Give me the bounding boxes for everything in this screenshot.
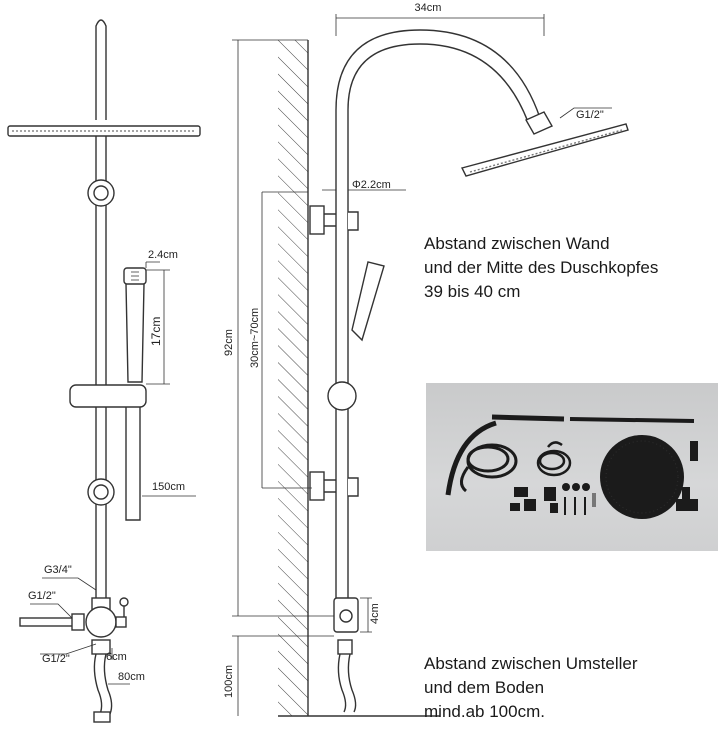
dim-line-diverter	[360, 597, 372, 633]
note-line: Abstand zwischen Wand	[424, 234, 610, 253]
wall-bracket-icon	[524, 499, 536, 511]
screw-icon	[562, 483, 596, 515]
leader-g12-inlet	[30, 603, 73, 619]
diverter-side	[333, 597, 359, 713]
side-dimension-lines	[232, 14, 612, 716]
slide-holder-icon	[544, 487, 556, 501]
rain-head-side	[460, 123, 629, 177]
note-line: Abstand zwischen Umsteller	[424, 654, 638, 673]
gooseneck-outer	[335, 29, 541, 600]
leader-g34	[42, 577, 97, 591]
swivel-joint	[525, 111, 553, 135]
note-diverter-floor-distance: Abstand zwischen Umsteller und dem Boden…	[424, 652, 638, 724]
main-pipe	[95, 136, 107, 600]
hand-shower-icon	[690, 441, 698, 461]
label-diverter-thread: G3/4"	[44, 564, 72, 576]
parts-illustration	[445, 414, 698, 519]
note-line: und der Mitte des Duschkopfes	[424, 258, 659, 277]
note-wall-head-distance: Abstand zwischen Wand und der Mitte des …	[424, 232, 658, 304]
leader-g12-outlet	[40, 643, 97, 655]
dim-line-handheld-width	[145, 261, 160, 268]
rod-icon	[491, 414, 565, 422]
label-spout-length: 80cm	[118, 671, 145, 683]
rod-icon	[569, 417, 695, 423]
dim-line-holder-range	[261, 191, 312, 489]
label-arm-reach: 34cm	[415, 2, 442, 14]
front-dimension-lines	[30, 261, 196, 685]
hose-icon	[536, 441, 572, 477]
note-line: mind.ab 100cm.	[424, 702, 545, 721]
slide-holder-side	[327, 381, 357, 411]
diverter-front	[19, 597, 129, 723]
shower-head-icon	[600, 435, 684, 519]
front-view	[7, 19, 201, 723]
dim-line-handheld-length	[146, 269, 170, 385]
leader-head-thread	[559, 107, 612, 119]
diverter-part-icon	[676, 487, 698, 511]
hand-shower-front	[123, 267, 147, 383]
label-handheld-length: 17cm	[149, 317, 163, 346]
label-spout-height: 6cm	[106, 651, 127, 663]
wall-hatching	[278, 40, 308, 716]
top-riser	[95, 19, 107, 120]
side-view	[309, 29, 629, 713]
side-bracket-upper	[309, 205, 359, 235]
dim-line-total-height	[232, 39, 334, 617]
wall-bracket-icon	[514, 487, 528, 497]
side-bracket-lower	[309, 471, 359, 501]
wall-bracket-upper	[87, 179, 115, 207]
label-holder-range: 30cm~70cm	[249, 308, 261, 368]
label-handheld-width: 2.4cm	[148, 249, 178, 261]
label-outlet-thread: G1/2"	[42, 653, 70, 665]
label-diverter-height: 4cm	[369, 603, 381, 624]
hand-shower-side	[351, 261, 385, 342]
label-floor-distance: 100cm	[223, 665, 235, 698]
label-inlet-thread: G1/2"	[28, 590, 56, 602]
hose-front	[125, 407, 141, 521]
dim-line-floor	[232, 635, 334, 716]
slide-holder-icon	[550, 503, 558, 513]
label-hose-length: 150cm	[152, 481, 185, 493]
dim-line-reach	[335, 14, 545, 36]
gooseneck-inner	[347, 43, 529, 600]
note-line: 39 bis 40 cm	[424, 282, 521, 301]
slide-holder	[69, 384, 147, 408]
label-total-height: 92cm	[223, 329, 235, 356]
label-head-thread: G1/2"	[576, 109, 604, 121]
wall-bracket-lower	[87, 478, 115, 506]
wall-bracket-icon	[510, 503, 520, 511]
label-pipe-diameter: Φ2.2cm	[352, 179, 391, 191]
hose-icon	[460, 443, 518, 493]
product-parts-photo	[426, 383, 718, 551]
note-line: und dem Boden	[424, 678, 545, 697]
gooseneck-part-icon	[445, 420, 497, 496]
rain-head-front	[7, 125, 201, 137]
